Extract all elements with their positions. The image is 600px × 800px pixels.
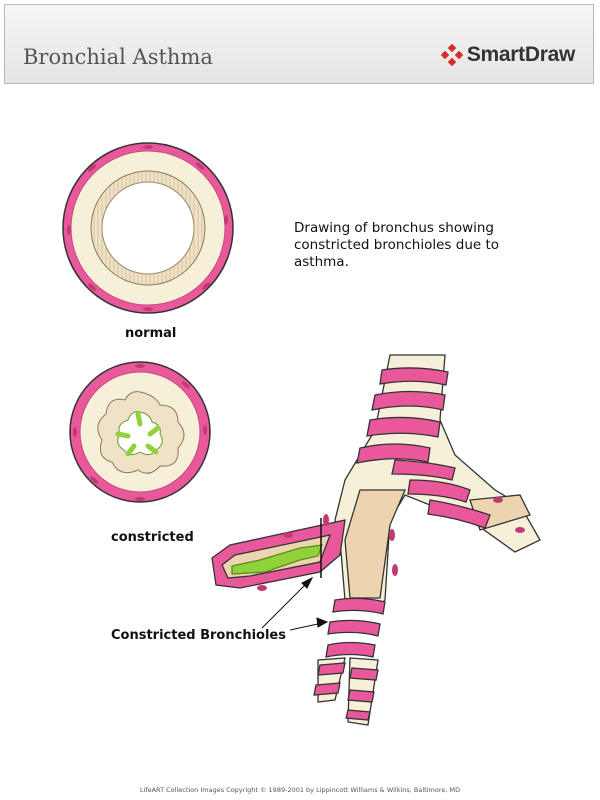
bronchial-tree	[211, 354, 541, 726]
constricted-label: constricted	[111, 530, 194, 545]
constricted-bronchioles-label: Constricted Bronchioles	[111, 628, 286, 643]
copyright-footer: LifeART Collection Images Copyright © 19…	[139, 786, 461, 794]
logo-text: SmartDraw	[466, 43, 575, 66]
header-bar: Bronchial Asthma SmartDraw	[4, 4, 594, 84]
smartdraw-logo: SmartDraw	[440, 43, 575, 67]
normal-label: normal	[125, 326, 177, 341]
label-pointer-arrows	[261, 576, 329, 631]
smartdraw-diamond-icon	[440, 44, 463, 66]
normal-bronchus-cross-section	[62, 142, 234, 314]
diagram-description: Drawing of bronchus showing constricted …	[294, 220, 500, 270]
page-title: Bronchial Asthma	[23, 45, 213, 69]
constricted-bronchus-cross-section	[69, 361, 211, 503]
